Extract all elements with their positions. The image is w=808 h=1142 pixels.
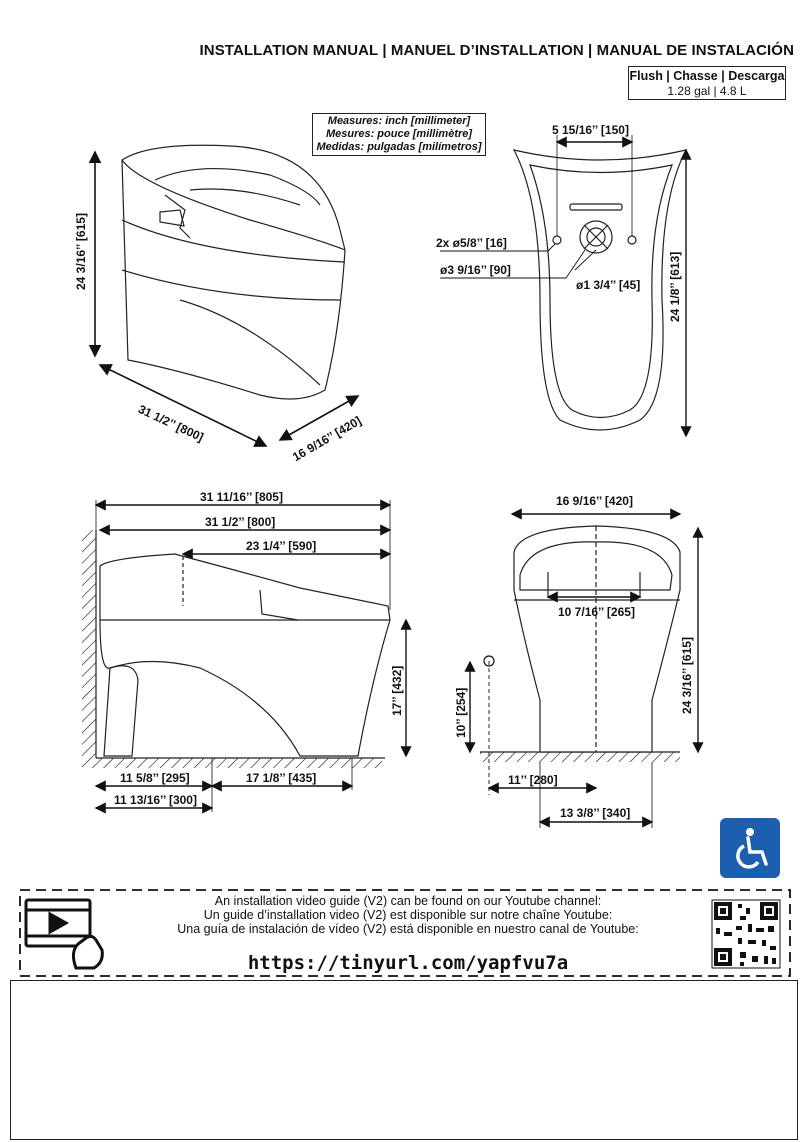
- top-outlet-label: ø3 9/16’’ [90]: [440, 263, 511, 277]
- front-height-label: 24 3/16’’ [615]: [680, 637, 694, 714]
- side-seat-label: 23 1/4’’ [590]: [246, 539, 317, 553]
- top-center-label: ø1 3/4’’ [45]: [576, 278, 641, 292]
- front-seat-label: 10 7/16’’ [265]: [558, 605, 635, 619]
- front-width-label: 16 9/16’’ [420]: [556, 494, 633, 508]
- side-length-label: 31 1/2’’ [800]: [205, 515, 276, 529]
- iso-height-label: 24 3/16’’ [615]: [74, 213, 88, 290]
- top-holes-label: 2x ø5/8’’ [16]: [436, 236, 507, 250]
- video-tutorial-icon: [24, 898, 104, 970]
- video-guide-text: An installation video guide (V2) can be …: [150, 894, 666, 936]
- video-line-fr: Un guide d’installation video (V2) est d…: [203, 908, 613, 922]
- side-view: [82, 530, 391, 768]
- flush-volume-box: Flush | Chasse | Descarga 1.28 gal | 4.8…: [628, 66, 786, 100]
- front-base-label: 13 3/8’’ [340]: [560, 806, 631, 820]
- side-base-label: 17 1/8’’ [435]: [246, 771, 317, 785]
- blank-content-area: [10, 980, 798, 1140]
- supply-valve-icon: [483, 655, 495, 667]
- side-rough-300-label: 11 13/16’’ [300]: [114, 793, 197, 807]
- measures-legend: Measures: inch [millimeter] Mesures: pou…: [312, 113, 486, 156]
- isometric-view: [121, 144, 346, 400]
- side-height-label: 17’’ [432]: [390, 665, 404, 716]
- measures-line-en: Measures: inch [millimeter]: [327, 115, 471, 127]
- wheelchair-icon: [720, 818, 780, 878]
- measures-line-fr: Mesures: pouce [millimètre]: [325, 128, 473, 140]
- side-rough-295-label: 11 5/8’’ [295]: [120, 771, 190, 785]
- front-supply-label: 10’’ [254]: [454, 687, 468, 738]
- side-total-label: 31 11/16’’ [805]: [200, 490, 283, 504]
- top-length-label: 24 1/8’’ [613]: [668, 251, 682, 322]
- video-line-en: An installation video guide (V2) can be …: [214, 894, 602, 908]
- front-view: [480, 525, 681, 762]
- video-url-link[interactable]: https://tinyurl.com/yapfvu7a: [247, 952, 569, 974]
- document-title: INSTALLATION MANUAL | MANUEL D’INSTALLAT…: [199, 42, 794, 59]
- front-offset-label: 11’’ [280]: [508, 773, 558, 787]
- video-line-es: Una guía de instalación de vídeo (V2) es…: [177, 922, 639, 936]
- top-width-label: 5 15/16’’ [150]: [552, 123, 629, 137]
- flush-value: 1.28 gal | 4.8 L: [667, 84, 747, 98]
- flush-label: Flush | Chasse | Descarga: [629, 69, 785, 83]
- measures-line-es: Medidas: pulgadas [milímetros]: [316, 141, 482, 153]
- qr-code: [711, 899, 781, 969]
